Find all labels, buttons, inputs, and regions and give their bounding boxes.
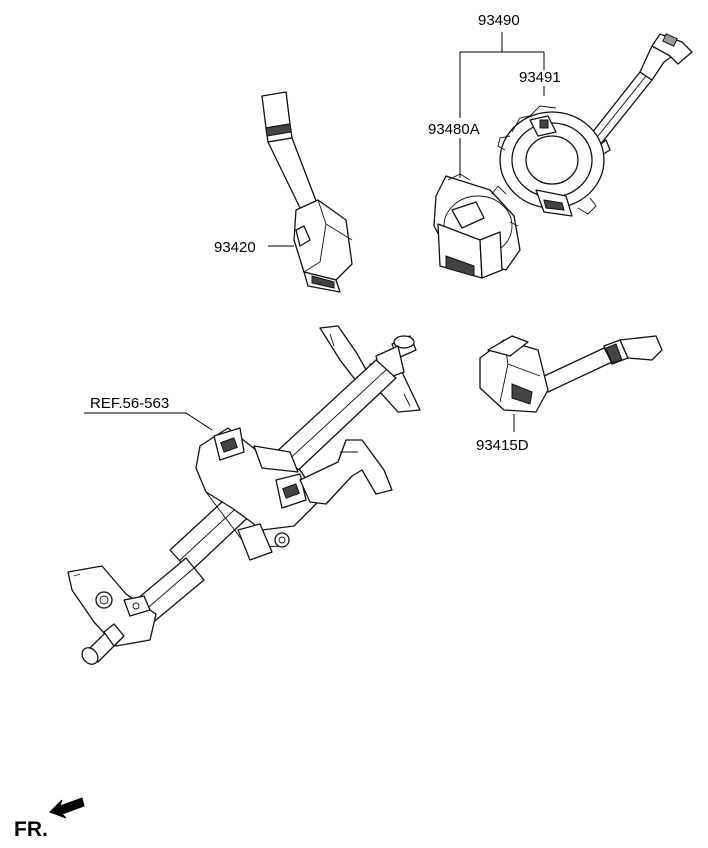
wiper-switch-93415D: 93415D [476, 335, 663, 454]
label-93491: 93491 [519, 69, 561, 86]
label-93480A: 93480A [428, 121, 480, 138]
label-93420: 93420 [214, 239, 256, 256]
light-switch-93420: 93420 [214, 91, 353, 293]
steering-column-assembly: REF.56-563 [67, 325, 421, 665]
label-93415D: 93415D [476, 437, 529, 454]
label-column-ref: REF.56-563 [90, 395, 169, 412]
front-label: FR. [14, 818, 48, 841]
steering-angle-sensor-93480A [433, 173, 521, 279]
clock-spring-93491 [497, 33, 693, 217]
front-direction-marker: FR. [14, 797, 85, 841]
label-93490: 93490 [478, 12, 520, 29]
callout-93490: 93490 93491 93480A [428, 12, 561, 178]
front-direction-arrow-icon [49, 797, 85, 819]
